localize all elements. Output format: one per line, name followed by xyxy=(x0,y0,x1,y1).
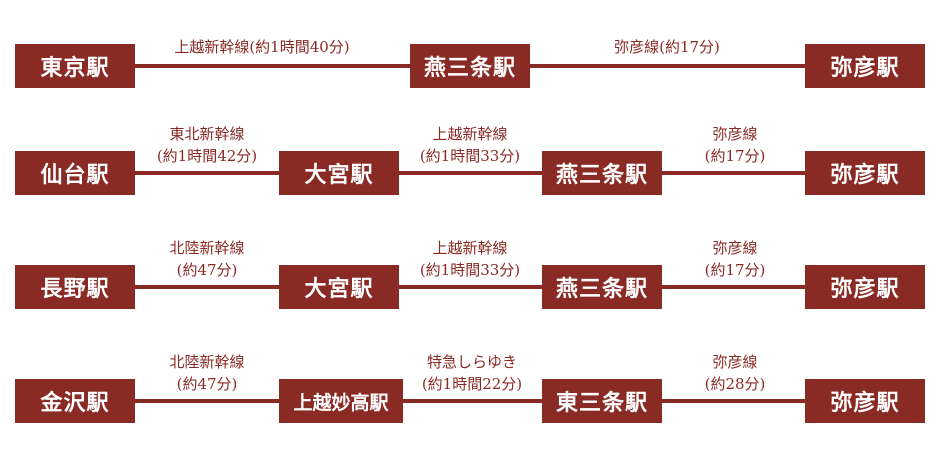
route-sendai: 仙台駅 大宮駅 燕三条駅 弥彦駅 東北新幹線 (約1時間42分) 上越新幹線 (… xyxy=(0,125,940,195)
segment-label: 北陸新幹線 xyxy=(169,353,245,371)
station-joetsumyoko: 上越妙高駅 xyxy=(279,379,403,423)
rail-line xyxy=(134,285,812,289)
segment-time: (約1時間22分) xyxy=(421,375,523,393)
station-tokyo: 東京駅 xyxy=(15,44,135,88)
rail-line xyxy=(134,399,812,403)
segment-label: 弥彦線 xyxy=(712,125,758,143)
segment-time: (約1時間33分) xyxy=(419,147,521,165)
station-nagano: 長野駅 xyxy=(15,265,135,309)
station-kanazawa: 金沢駅 xyxy=(15,379,135,423)
segment-label: 弥彦線 xyxy=(712,239,758,257)
station-yahiko: 弥彦駅 xyxy=(805,151,925,195)
segment-label: 北陸新幹線 xyxy=(169,239,245,257)
route-nagano: 長野駅 大宮駅 燕三条駅 弥彦駅 北陸新幹線 (約47分) 上越新幹線 (約1時… xyxy=(0,239,940,309)
station-yahiko: 弥彦駅 xyxy=(805,44,925,88)
station-tsubamesanjo: 燕三条駅 xyxy=(410,44,530,88)
segment-time: (約17分) xyxy=(704,261,766,279)
station-higashisanjo: 東三条駅 xyxy=(542,379,662,423)
segment-label: 弥彦線 xyxy=(712,353,758,371)
segment-label: 上越新幹線 xyxy=(432,239,508,257)
route-kanazawa: 金沢駅 上越妙高駅 東三条駅 弥彦駅 北陸新幹線 (約47分) 特急しらゆき (… xyxy=(0,353,940,423)
segment-time: (約1時間42分) xyxy=(156,147,258,165)
segment-label: 上越新幹線(約1時間40分) xyxy=(174,38,350,56)
route-tokyo: 東京駅 燕三条駅 弥彦駅 上越新幹線(約1時間40分) 弥彦線(約17分) xyxy=(0,38,940,88)
station-tsubamesanjo: 燕三条駅 xyxy=(542,151,662,195)
segment-label: 弥彦線(約17分) xyxy=(614,38,720,56)
segment-label: 上越新幹線 xyxy=(432,125,508,143)
station-yahiko: 弥彦駅 xyxy=(805,265,925,309)
station-sendai: 仙台駅 xyxy=(15,151,135,195)
station-omiya: 大宮駅 xyxy=(279,265,399,309)
station-yahiko: 弥彦駅 xyxy=(805,379,925,423)
station-omiya: 大宮駅 xyxy=(279,151,399,195)
segment-time: (約17分) xyxy=(704,147,766,165)
segment-label: 東北新幹線 xyxy=(169,125,245,143)
segment-time: (約28分) xyxy=(704,375,766,393)
rail-line xyxy=(134,171,812,175)
segment-time: (約47分) xyxy=(176,375,238,393)
station-tsubamesanjo: 燕三条駅 xyxy=(542,265,662,309)
segment-time: (約47分) xyxy=(176,261,238,279)
segment-time: (約1時間33分) xyxy=(419,261,521,279)
segment-label: 特急しらゆき xyxy=(426,353,518,371)
